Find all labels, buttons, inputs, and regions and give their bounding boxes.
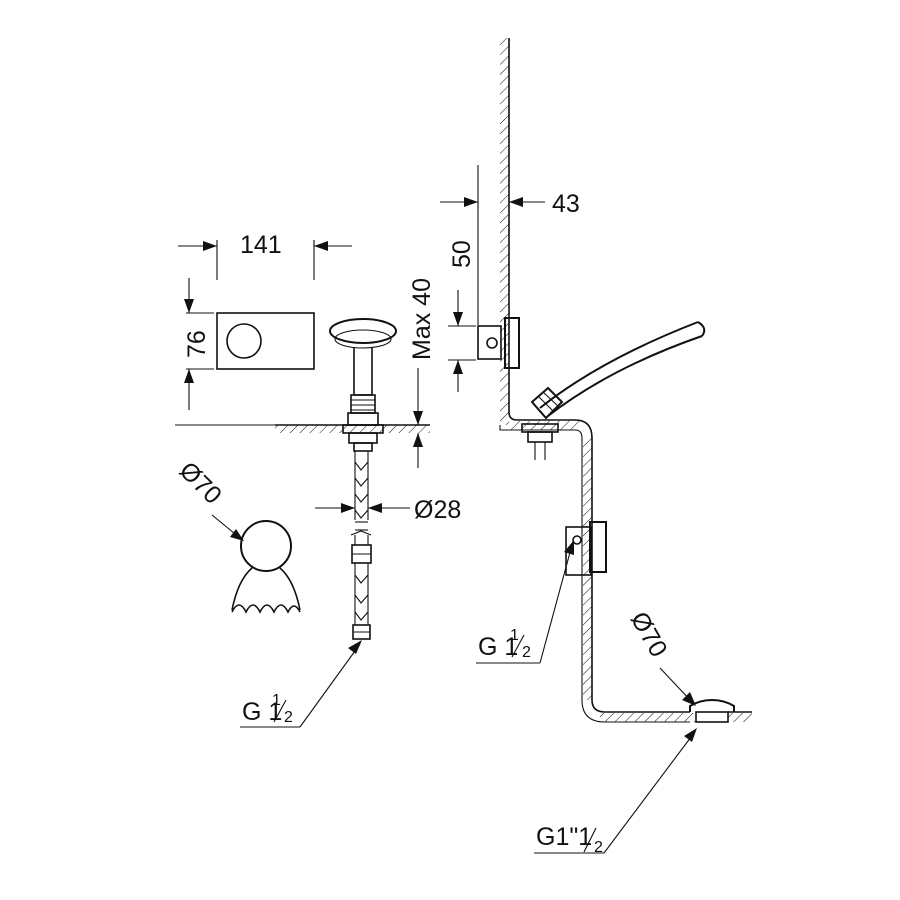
mixer-plate bbox=[216, 312, 315, 370]
thread-label-mid: G 1 1 2 bbox=[476, 540, 574, 664]
outlet-circle bbox=[240, 520, 292, 572]
dimension-76: 76 bbox=[183, 278, 214, 410]
dim-141-label: 141 bbox=[240, 231, 282, 259]
spout-side-view bbox=[275, 318, 430, 640]
thread-drain-main: G1"1 bbox=[536, 823, 592, 851]
dimension-50: 50 bbox=[448, 165, 479, 392]
thread-left-main: G 1 bbox=[242, 698, 282, 726]
dimension-dia-28: Ø28 bbox=[315, 496, 461, 524]
thread-mid-num: 1 bbox=[510, 627, 519, 644]
thread-left-num: 1 bbox=[272, 692, 281, 709]
wall-section bbox=[499, 38, 752, 723]
dim-dia28-label: Ø28 bbox=[414, 496, 461, 524]
mixer-front-view bbox=[216, 312, 315, 370]
thread-mid-main: G 1 bbox=[478, 633, 518, 661]
dim-50-label: 50 bbox=[448, 240, 476, 268]
spout-head bbox=[329, 318, 397, 344]
dim-43-label: 43 bbox=[552, 190, 580, 218]
deck-fitting bbox=[521, 423, 559, 460]
dimension-43: 43 bbox=[440, 190, 580, 218]
dim-76-label: 76 bbox=[183, 330, 211, 358]
thread-mid-den: 2 bbox=[522, 644, 531, 661]
dimension-max-40: Max 40 bbox=[380, 278, 436, 468]
thread-drain-den: 2 bbox=[594, 839, 603, 856]
drain-detail: Ø70 bbox=[625, 607, 735, 723]
spout-outlet-detail: Ø70 bbox=[174, 456, 301, 614]
dimension-141: 141 bbox=[178, 231, 352, 280]
thread-label-drain: G1"1 2 bbox=[534, 728, 697, 856]
mixer-knob bbox=[226, 323, 262, 359]
thread-label-left: G 1 1 2 bbox=[240, 640, 362, 728]
dim-max40-label: Max 40 bbox=[408, 278, 436, 360]
hand-shower bbox=[530, 321, 706, 420]
thread-left-den: 2 bbox=[284, 709, 293, 726]
dim-dia70-drain-label: Ø70 bbox=[625, 607, 673, 662]
dim-dia70-spout-label: Ø70 bbox=[174, 456, 227, 509]
wall-mixer-side bbox=[477, 317, 520, 369]
